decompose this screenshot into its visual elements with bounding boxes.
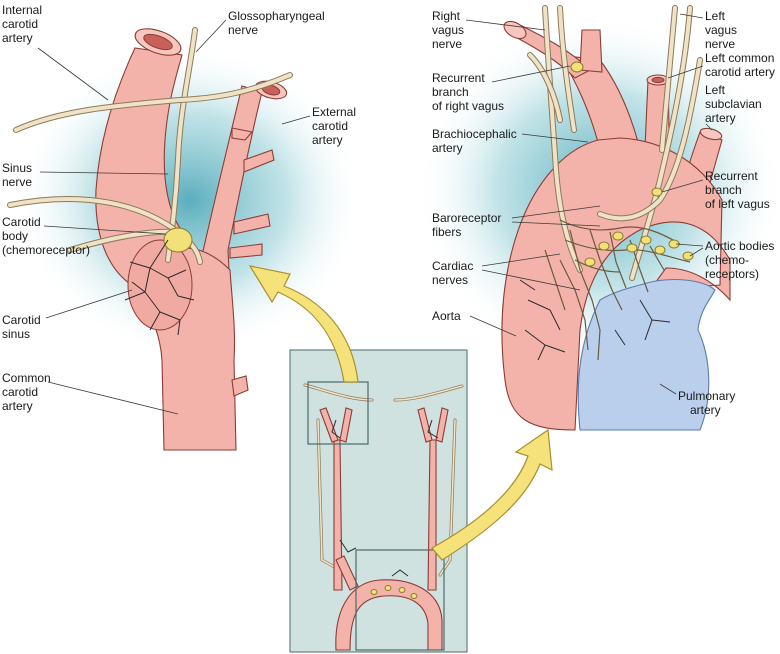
arrow-to-carotid (248, 265, 359, 383)
label-recurrent-left: Recurrent branch of left vagus (705, 169, 770, 211)
left-vagus-nerve-core (630, 6, 692, 280)
right-vagus-nerve-b-core (558, 6, 576, 132)
recurrent-left-vagus-core (598, 58, 702, 221)
label-sinus-nerve: Sinus nerve (2, 161, 35, 189)
ext-branch-1 (231, 127, 254, 141)
left-subclavian-opening (699, 127, 723, 141)
ext-branch-3 (233, 213, 271, 235)
right-vessel (579, 29, 603, 73)
label-internal-carotid: Internal carotid artery (2, 3, 45, 45)
right-vagus-nerve-core (543, 6, 582, 272)
inset-arch-branch (335, 555, 359, 591)
lower-nerve-core (68, 229, 177, 252)
label-right-vagus: Right vagus nerve (432, 9, 467, 51)
carotid-sinus-fibers (124, 239, 195, 336)
left-vagus-ganglion (651, 187, 663, 197)
recurrent-right-vagus-core (528, 53, 562, 122)
common-carotid-branch (231, 375, 249, 397)
internal-carotid-lumen (143, 33, 173, 51)
zoom-frame-aortic (355, 549, 445, 651)
arrow-to-aorta (431, 428, 553, 561)
label-recurrent-right: Recurrent branch of right vagus (432, 71, 504, 113)
inset-lc-branch-b (435, 407, 449, 443)
label-brachiocephalic: Brachiocephalic artery (432, 127, 520, 155)
aortic-bodies (584, 231, 694, 267)
aortic-fibers (519, 279, 671, 361)
crossing-nerve-core (14, 73, 292, 132)
left-common-carotid-lumen (651, 76, 665, 84)
carotid-labels: Internal carotid artery Glossopharyngeal… (2, 3, 359, 415)
label-aortic-bodies: Aortic bodies (chemo- receptors) (705, 239, 778, 281)
inset-aortic-bodies (370, 585, 418, 599)
carotid-sinus-bulge (127, 239, 193, 331)
label-cardiac-nerves: Cardiac nerves (432, 259, 477, 287)
right-vagus-ganglion (570, 61, 584, 73)
inset-background (289, 349, 468, 653)
ext-branch-2 (243, 149, 275, 173)
label-left-common-carotid: Left common carotid artery (705, 51, 778, 79)
carotid-body (163, 227, 193, 253)
inset-rc-branch-b (339, 407, 353, 443)
inset-fibers (331, 419, 439, 577)
aortic-nerve-plexus (544, 219, 691, 361)
label-baroreceptor: Baroreceptor fibers (432, 211, 505, 239)
zoom-frame-carotid (307, 381, 369, 445)
overview-inset (289, 349, 468, 653)
aortic-panel (415, 5, 780, 431)
inset-left-carotid (427, 439, 437, 591)
label-left-subclavian: Left subclavian artery (705, 83, 765, 125)
label-left-vagus: Left vagus nerve (705, 9, 740, 51)
pulmonary-artery (577, 279, 716, 431)
label-common-carotid: Common carotid artery (2, 371, 54, 413)
label-carotid-sinus: Carotid sinus (2, 313, 44, 341)
label-glossopharyngeal: Glossopharyngeal nerve (228, 9, 328, 37)
aortic-labels: Right vagus nerve Left vagus nerve Left … (432, 9, 778, 417)
sinus-nerve-core (8, 197, 202, 264)
label-aorta: Aorta (432, 309, 461, 323)
label-pulmonary: Pulmonary artery (678, 389, 739, 417)
label-external-carotid: External carotid artery (312, 105, 359, 147)
left-vagus-nerve-b-core (660, 6, 677, 152)
label-carotid-body: Carotid body (chemoreceptor) (2, 215, 90, 257)
carotid-panel (7, 27, 365, 451)
ext-branch-4 (229, 243, 263, 259)
